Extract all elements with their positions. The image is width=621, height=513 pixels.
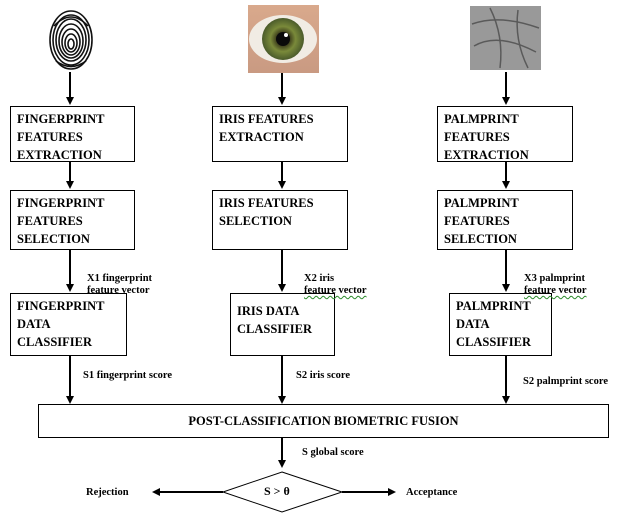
decision-diamond xyxy=(221,471,344,513)
iris-selection-box: IRIS FEATURES SELECTION xyxy=(212,190,348,250)
palmprint-extraction-box: PALMPRINT FEATURES EXTRACTION xyxy=(437,106,573,162)
palmprint-classifier-box: PALMPRINT DATA CLASSIFIER xyxy=(449,293,552,356)
fingerprint-extraction-box: FINGERPRINT FEATURES EXTRACTION xyxy=(10,106,135,162)
iris-extraction-box: IRIS FEATURES EXTRACTION xyxy=(212,106,348,162)
iris-classifier-box: IRIS DATA CLASSIFIER xyxy=(230,293,335,356)
global-score-label: S global score xyxy=(302,447,364,458)
fingerprint-icon xyxy=(49,10,93,70)
palmprint-icon xyxy=(470,6,541,70)
decision-label: S > θ xyxy=(264,484,290,498)
iris-icon xyxy=(248,5,319,73)
palmprint-selection-box: PALMPRINT FEATURES SELECTION xyxy=(437,190,573,250)
fingerprint-score-label: S1 fingerprint score xyxy=(83,370,173,381)
palmprint-score-label: S2 palmprint score xyxy=(523,376,608,387)
iris-score-label: S2 iris score xyxy=(296,370,351,381)
fusion-box: POST-CLASSIFICATION BIOMETRIC FUSION xyxy=(38,404,609,438)
rejection-label: Rejection xyxy=(86,487,129,498)
fingerprint-selection-box: FINGERPRINT FEATURES SELECTION xyxy=(10,190,135,250)
fusion-label: POST-CLASSIFICATION BIOMETRIC FUSION xyxy=(188,413,459,428)
acceptance-label: Acceptance xyxy=(406,487,458,498)
fingerprint-classifier-box: FINGERPRINT DATA CLASSIFIER xyxy=(10,293,127,356)
